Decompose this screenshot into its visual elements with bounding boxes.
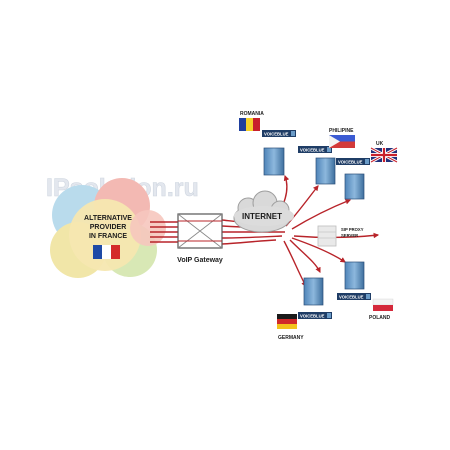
country-label-germany: GERMANY bbox=[278, 335, 304, 341]
country-label-uk: UK bbox=[376, 141, 384, 147]
gateway-label: VoIP Gateway bbox=[177, 257, 223, 264]
provider-label-line-2: PROVIDER bbox=[90, 224, 127, 231]
internet-cloud bbox=[233, 190, 294, 233]
provider-label-line-3: IN FRANCE bbox=[89, 233, 127, 240]
device-label-germany: VOICEBLUE bbox=[300, 314, 325, 319]
device-label-philipine: VOICEBLUE bbox=[300, 148, 325, 153]
device-germany: VOICEBLUE bbox=[298, 277, 332, 319]
device-uk: VOICEBLUE bbox=[336, 158, 370, 200]
sip-proxy-server bbox=[317, 225, 337, 247]
sip-proxy-label-line-2: SERVER bbox=[341, 233, 358, 238]
internet-label: INTERNET bbox=[242, 212, 282, 221]
flag-germany bbox=[277, 314, 297, 329]
country-label-romania: ROMANIA bbox=[240, 111, 264, 117]
device-label-uk: VOICEBLUE bbox=[338, 160, 363, 165]
device-label-poland: VOICEBLUE bbox=[339, 295, 364, 300]
device-romania: VOICEBLUE bbox=[262, 130, 296, 176]
provider-cloud bbox=[50, 178, 166, 278]
device-poland: VOICEBLUE bbox=[337, 261, 371, 300]
flag-romania bbox=[239, 118, 260, 131]
provider-label: ALTERNATIVE PROVIDER IN FRANCE bbox=[84, 215, 132, 240]
flag-philipine bbox=[329, 135, 355, 148]
sip-proxy-label: SIP PROXY SERVER bbox=[341, 227, 364, 238]
device-philipine: VOICEBLUE bbox=[298, 146, 336, 185]
device-label-romania: VOICEBLUE bbox=[264, 132, 289, 137]
provider-label-line-1: ALTERNATIVE bbox=[84, 215, 132, 222]
flag-uk bbox=[370, 146, 398, 164]
voip-gateway bbox=[177, 213, 223, 249]
country-label-philipine: PHILIPINE bbox=[329, 128, 354, 134]
country-label-poland: POLAND bbox=[369, 315, 391, 321]
sip-proxy-label-line-1: SIP PROXY bbox=[341, 227, 364, 232]
flag-france bbox=[93, 245, 120, 259]
flag-poland bbox=[372, 298, 394, 311]
